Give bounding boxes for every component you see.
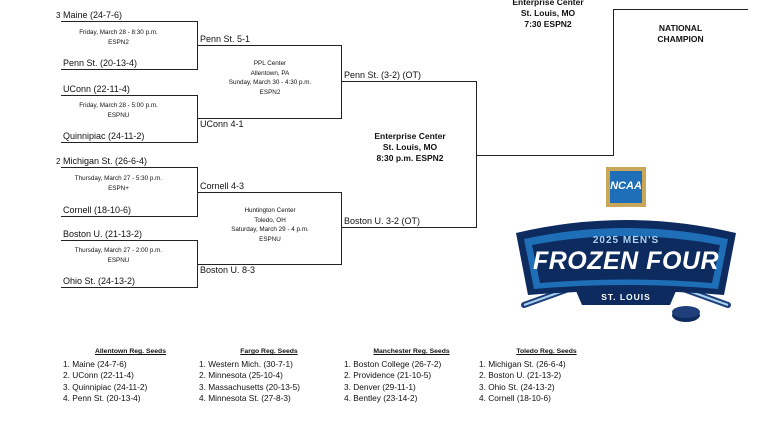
winner-uconn[interactable]: UConn 4-1 <box>200 119 244 129</box>
bracket-line <box>197 167 198 217</box>
game-info: Friday, March 28 - 5:00 p.m.ESPNU <box>79 102 158 119</box>
seed-item: 1. Maine (24-7-6) <box>63 358 127 369</box>
team-ohio-st[interactable]: Ohio St. (24-13-2) <box>63 276 136 286</box>
bracket-line <box>198 45 342 46</box>
team-maine[interactable]: Maine (24-7-6) <box>63 10 123 20</box>
seed-item: 3. Ohio St. (24-13-2) <box>479 381 555 392</box>
bracket-line <box>198 264 342 265</box>
bracket-line <box>61 216 198 217</box>
team-quinnipiac[interactable]: Quinnipiac (24-11-2) <box>63 131 145 141</box>
seed-item: 3. Massachusetts (20-13-5) <box>199 381 300 392</box>
bracket-line <box>342 227 477 228</box>
bracket-line <box>197 21 198 70</box>
seed-item: 4. Minnesota St. (27-8-3) <box>199 393 291 404</box>
seed-item: 2. UConn (22-11-4) <box>63 370 134 381</box>
seed-item: 4. Penn St. (20-13-4) <box>63 393 141 404</box>
frozen-four-logo: NCAA 2025 MEN'S FROZEN FOUR ST. LOUIS <box>510 165 742 335</box>
bracket-line <box>61 240 198 241</box>
bracket-line <box>613 9 748 10</box>
seed-item: 4. Cornell (18-10-6) <box>479 393 551 404</box>
seed-item: 2. Minnesota (25-10-4) <box>199 370 283 381</box>
semifinal-winner-penn-st[interactable]: Penn St. (3-2) (OT) <box>344 70 422 80</box>
bracket-line <box>61 142 198 143</box>
team-uconn[interactable]: UConn (22-11-4) <box>63 84 130 94</box>
winner-penn-st[interactable]: Penn St. 5-1 <box>200 34 251 44</box>
manchester-seeds: Manchester Reg. Seeds 1. Boston College … <box>344 346 479 405</box>
logo-title-text: FROZEN FOUR <box>532 247 720 275</box>
seed-item: 4. Bentley (23-14-2) <box>344 393 418 404</box>
bracket-line <box>476 81 477 228</box>
logo-graphic <box>516 167 736 322</box>
game-info: Thursday, March 27 - 5:30 p.m.ESPN+ <box>74 175 163 192</box>
seeds-heading: Allentown Reg. Seeds <box>94 348 166 355</box>
allentown-seeds: Allentown Reg. Seeds 1. Maine (24-7-6) 2… <box>63 346 198 405</box>
game-info: Thursday, March 27 - 2:00 p.m.ESPNU <box>74 247 163 264</box>
bracket-line <box>342 81 477 82</box>
bracket-line <box>61 167 198 168</box>
winner-boston-u[interactable]: Boston U. 8-3 <box>200 265 256 275</box>
bracket-line <box>61 69 198 70</box>
bracket-line <box>61 21 198 22</box>
seed-item: 2. Boston U. (21-13-2) <box>479 370 562 381</box>
logo-year-text: 2025 MEN'S <box>592 235 660 246</box>
seed-item: 1. Western Mich. (30-7-1) <box>199 358 293 369</box>
seed-item: 1. Michigan St. (26-6-4) <box>479 358 566 369</box>
seed-number: 3 <box>56 11 61 20</box>
bracket-line <box>198 118 342 119</box>
ncaa-badge-text: NCAA <box>610 180 642 192</box>
team-penn-st[interactable]: Penn St. (20-13-4) <box>63 58 138 68</box>
seed-item: 3. Quinnipiac (24-11-2) <box>63 381 148 392</box>
seed-number: 2 <box>56 157 61 166</box>
bracket-line <box>613 9 614 156</box>
fargo-seeds: Fargo Reg. Seeds 1. Western Mich. (30-7-… <box>199 346 339 405</box>
team-boston-u[interactable]: Boston U. (21-13-2) <box>63 229 143 239</box>
semifinal-winner-boston-u[interactable]: Boston U. 3-2 (OT) <box>344 216 421 226</box>
bracket-line <box>197 95 198 143</box>
seed-item: 1. Boston College (26-7-2) <box>344 358 442 369</box>
bracket-line <box>197 240 198 288</box>
bracket-line <box>198 192 342 193</box>
bracket-line <box>61 95 198 96</box>
seeds-heading: Manchester Reg. Seeds <box>373 348 450 355</box>
toledo-seeds: Toledo Reg. Seeds 1. Michigan St. (26-6-… <box>479 346 614 405</box>
bracket-line <box>341 45 342 119</box>
seeds-heading: Fargo Reg. Seeds <box>240 348 298 355</box>
game-info: Friday, March 28 - 8:30 p.m.ESPN2 <box>79 29 158 46</box>
bracket-line <box>341 192 342 265</box>
winner-cornell[interactable]: Cornell 4-3 <box>200 181 245 191</box>
logo-city-text: ST. LOUIS <box>601 292 651 302</box>
seed-item: 3. Denver (29-11-1) <box>344 381 416 392</box>
seed-item: 2. Providence (21-10-5) <box>344 370 432 381</box>
team-cornell[interactable]: Cornell (18-10-6) <box>63 205 132 215</box>
team-michigan-st[interactable]: Michigan St. (26-6-4) <box>63 156 148 166</box>
bracket-line <box>477 155 614 156</box>
bracket-line <box>61 287 198 288</box>
seeds-heading: Toledo Reg. Seeds <box>516 348 577 355</box>
